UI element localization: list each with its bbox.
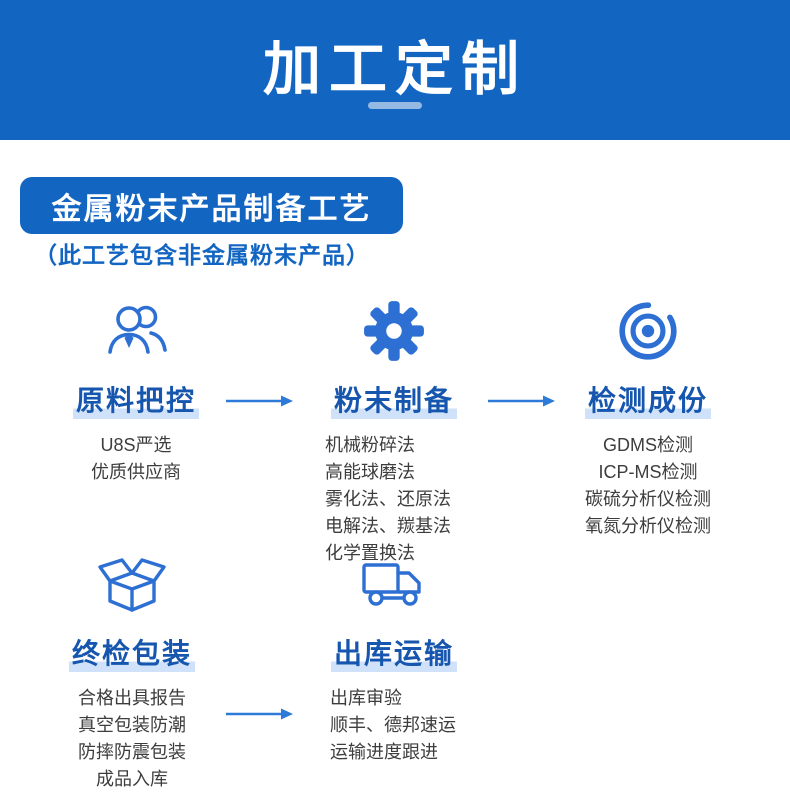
step-item: 雾化法、还原法 <box>325 489 451 509</box>
step-item: 出库审验 <box>330 688 402 708</box>
step-item: 碳硫分析仪检测 <box>585 489 711 509</box>
step-title: 终检包装 <box>36 632 228 672</box>
step-title: 出库运输 <box>298 632 490 672</box>
step-title: 粉末制备 <box>298 379 490 419</box>
open-box-icon <box>36 548 228 620</box>
step-title-text: 出库运输 <box>330 632 457 672</box>
process-badge-title: 金属粉末产品制备工艺 <box>51 192 372 226</box>
step-title-text: 原料把控 <box>72 379 199 419</box>
arrow-right-icon <box>224 393 294 409</box>
step-item: GDMS检测 <box>603 435 693 455</box>
step-item: 运输进度跟进 <box>330 742 438 762</box>
step-item: U8S严选 <box>100 435 172 455</box>
header-banner: 加工定制 <box>0 0 790 140</box>
gear-icon <box>298 295 490 367</box>
step-item-list: GDMS检测 ICP-MS检测 碳硫分析仪检测 氧氮分析仪检测 <box>552 432 744 540</box>
step-item: 顺丰、德邦速运 <box>330 715 456 735</box>
step-title-text: 终检包装 <box>68 632 195 672</box>
arrow-right-icon <box>224 706 294 722</box>
step-item: 高能球磨法 <box>325 462 415 482</box>
page-title: 加工定制 <box>262 37 527 102</box>
step-item: 合格出具报告 <box>78 688 186 708</box>
step-title-text: 粉末制备 <box>330 379 457 419</box>
arrow-right-icon <box>486 393 556 409</box>
step-item: 氧氮分析仪检测 <box>585 516 711 536</box>
step-item-list: 合格出具报告 真空包装防潮 防摔防震包装 成品入库 <box>36 685 228 793</box>
target-icon <box>552 295 744 367</box>
step-item: 机械粉碎法 <box>325 435 415 455</box>
step-raw-material-control: 原料把控 U8S严选 优质供应商 <box>40 295 232 486</box>
step-outbound-shipping: 出库运输 出库审验 顺丰、德邦速运 运输进度跟进 <box>298 548 490 766</box>
step-item: 优质供应商 <box>91 462 181 482</box>
step-item-list: U8S严选 优质供应商 <box>40 432 232 486</box>
step-title-text: 检测成份 <box>584 379 711 419</box>
step-item: ICP-MS检测 <box>598 462 698 482</box>
step-item-list: 机械粉碎法 高能球磨法 雾化法、还原法 电解法、羰基法 化学置换法 <box>298 432 490 567</box>
process-badge: 金属粉末产品制备工艺 <box>20 177 403 234</box>
step-title: 原料把控 <box>40 379 232 419</box>
process-badge-subtitle: （此工艺包含非金属粉末产品） <box>34 242 370 268</box>
step-final-inspection-packaging: 终检包装 合格出具报告 真空包装防潮 防摔防震包装 成品入库 <box>36 548 228 793</box>
step-item: 真空包装防潮 <box>78 715 186 735</box>
step-component-testing: 检测成份 GDMS检测 ICP-MS检测 碳硫分析仪检测 氧氮分析仪检测 <box>552 295 744 540</box>
step-item: 防摔防震包装 <box>78 742 186 762</box>
step-powder-preparation: 粉末制备 机械粉碎法 高能球磨法 雾化法、还原法 电解法、羰基法 化学置换法 <box>298 295 490 567</box>
step-item: 化学置换法 <box>325 543 415 563</box>
step-item: 电解法、羰基法 <box>325 516 451 536</box>
step-item-list: 出库审验 顺丰、德邦速运 运输进度跟进 <box>298 685 490 766</box>
step-item: 成品入库 <box>96 769 168 789</box>
step-title: 检测成份 <box>552 379 744 419</box>
banner-underline <box>368 102 422 109</box>
people-icon <box>40 295 232 367</box>
truck-icon <box>298 548 490 620</box>
